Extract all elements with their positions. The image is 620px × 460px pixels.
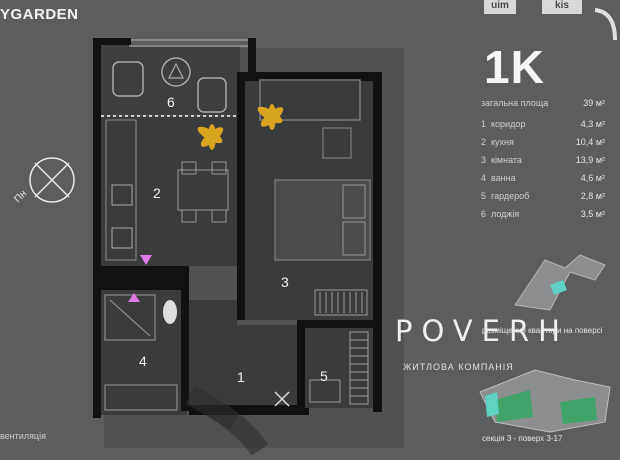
room-label: гардероб xyxy=(491,191,530,201)
compass-icon xyxy=(29,157,75,203)
room-label: лоджія xyxy=(491,209,520,219)
room-num: 2 xyxy=(481,137,487,147)
room-row: 2 кухня 10,4 м² xyxy=(481,137,605,155)
room-num: 4 xyxy=(481,173,487,183)
toilet xyxy=(163,300,177,324)
wall-left xyxy=(93,38,101,418)
apartment-floor-plan: 1 2 3 4 5 6 Пн xyxy=(12,38,404,456)
room-wardrobe xyxy=(305,328,373,408)
bedroom-wardrobe xyxy=(314,289,368,316)
room-number-1: 1 xyxy=(237,369,245,385)
wall-wardrobe-left xyxy=(297,320,305,408)
entrance-x-icon xyxy=(274,391,290,407)
wall-right xyxy=(373,72,382,412)
vent-marker xyxy=(140,255,152,265)
ventilation-legend: вентиляція xyxy=(0,431,46,441)
wall-bottom xyxy=(189,405,309,415)
kitchen-counter xyxy=(105,119,137,261)
room-number-2: 2 xyxy=(153,185,161,201)
entrance-shadow xyxy=(185,386,269,456)
room-label: кімната xyxy=(491,155,522,165)
apartment-type: 1K xyxy=(484,41,545,93)
total-area-label: загальна площа xyxy=(481,98,549,108)
room-row: 4 ванна 4,6 м² xyxy=(481,173,605,191)
room-row: 5 гардероб 2,8 м² xyxy=(481,191,605,209)
dining-table xyxy=(177,169,229,211)
loggia-table xyxy=(161,57,191,87)
room-number-4: 4 xyxy=(139,353,147,369)
loggia-chair xyxy=(112,61,144,97)
pillow xyxy=(342,221,366,256)
room-num: 6 xyxy=(481,209,487,219)
room-loggia xyxy=(100,45,240,115)
bedroom-window xyxy=(259,79,361,121)
wall-loggia-right xyxy=(248,38,256,72)
plant-icon xyxy=(197,124,224,150)
north-label: Пн xyxy=(12,188,29,205)
loggia-table-top xyxy=(168,62,184,79)
room-num: 3 xyxy=(481,155,487,165)
room-corridor xyxy=(189,300,300,430)
loggia-chair xyxy=(197,77,227,113)
partner-logo-a: uim xyxy=(484,0,516,14)
room-row: 6 лоджія 3,5 м² xyxy=(481,209,605,227)
chair xyxy=(181,209,197,223)
room-label: кухня xyxy=(491,137,514,147)
brand-name: YGARDEN xyxy=(0,6,79,23)
room-area: 13,9 м² xyxy=(575,155,605,165)
compass-needle xyxy=(34,162,70,198)
room-area: 2,8 м² xyxy=(580,191,605,201)
room-label: коридор xyxy=(491,119,526,129)
bed xyxy=(274,179,371,261)
wall-kitchen-bedroom xyxy=(237,72,245,320)
wardrobe-shelf xyxy=(309,379,341,403)
wall-bedroom-top xyxy=(237,72,382,81)
room-label: ванна xyxy=(491,173,516,183)
wall-wardrobe-top xyxy=(297,320,373,328)
shower-diagonal xyxy=(109,299,151,337)
bedroom-desk xyxy=(322,127,352,159)
corner-arc-icon xyxy=(594,8,617,40)
company-logo: POVERH xyxy=(395,314,569,348)
building-section-diagram xyxy=(479,369,611,433)
room-area: 10,4 м² xyxy=(575,137,605,147)
room-area: 4,3 м² xyxy=(580,119,605,129)
wall-top-left xyxy=(93,38,131,45)
kitchen-stove xyxy=(111,184,133,206)
bath-vanity xyxy=(104,384,178,411)
room-number-3: 3 xyxy=(281,274,289,290)
placement-caption: розміщення квартири на поверсі xyxy=(482,326,603,335)
room-num: 1 xyxy=(481,119,487,129)
chair xyxy=(211,161,227,175)
room-row: 3 кімната 13,9 м² xyxy=(481,155,605,173)
vent-marker xyxy=(128,293,140,302)
pillow xyxy=(342,184,366,219)
room-number-5: 5 xyxy=(320,368,328,384)
wall-kitchen-bath xyxy=(101,266,181,290)
chair xyxy=(211,209,227,223)
room-number-6: 6 xyxy=(167,94,175,110)
plant-icon xyxy=(257,104,284,130)
shower-tray xyxy=(104,294,156,341)
room-row: 1 коридор 4,3 м² xyxy=(481,119,605,137)
room-num: 5 xyxy=(481,191,487,201)
total-area-value: 39 м² xyxy=(583,98,605,108)
partner-logo-b: kis xyxy=(542,0,582,14)
company-subtitle: ЖИТЛОВА КОМПАНІЯ xyxy=(403,362,514,372)
floor-placement-diagram xyxy=(514,254,606,311)
room-list: 1 коридор 4,3 м² 2 кухня 10,4 м² 3 кімна… xyxy=(481,119,605,227)
wall-bath-corridor xyxy=(181,266,189,411)
room-area: 3,5 м² xyxy=(580,209,605,219)
section-caption: секція 3 - поверх 3-17 xyxy=(482,434,563,443)
room-area: 4,6 м² xyxy=(580,173,605,183)
kitchen-sink xyxy=(111,227,133,249)
wardrobe-rail xyxy=(349,331,369,405)
total-area: загальна площа 39 м² xyxy=(481,98,605,108)
chair xyxy=(181,161,197,175)
